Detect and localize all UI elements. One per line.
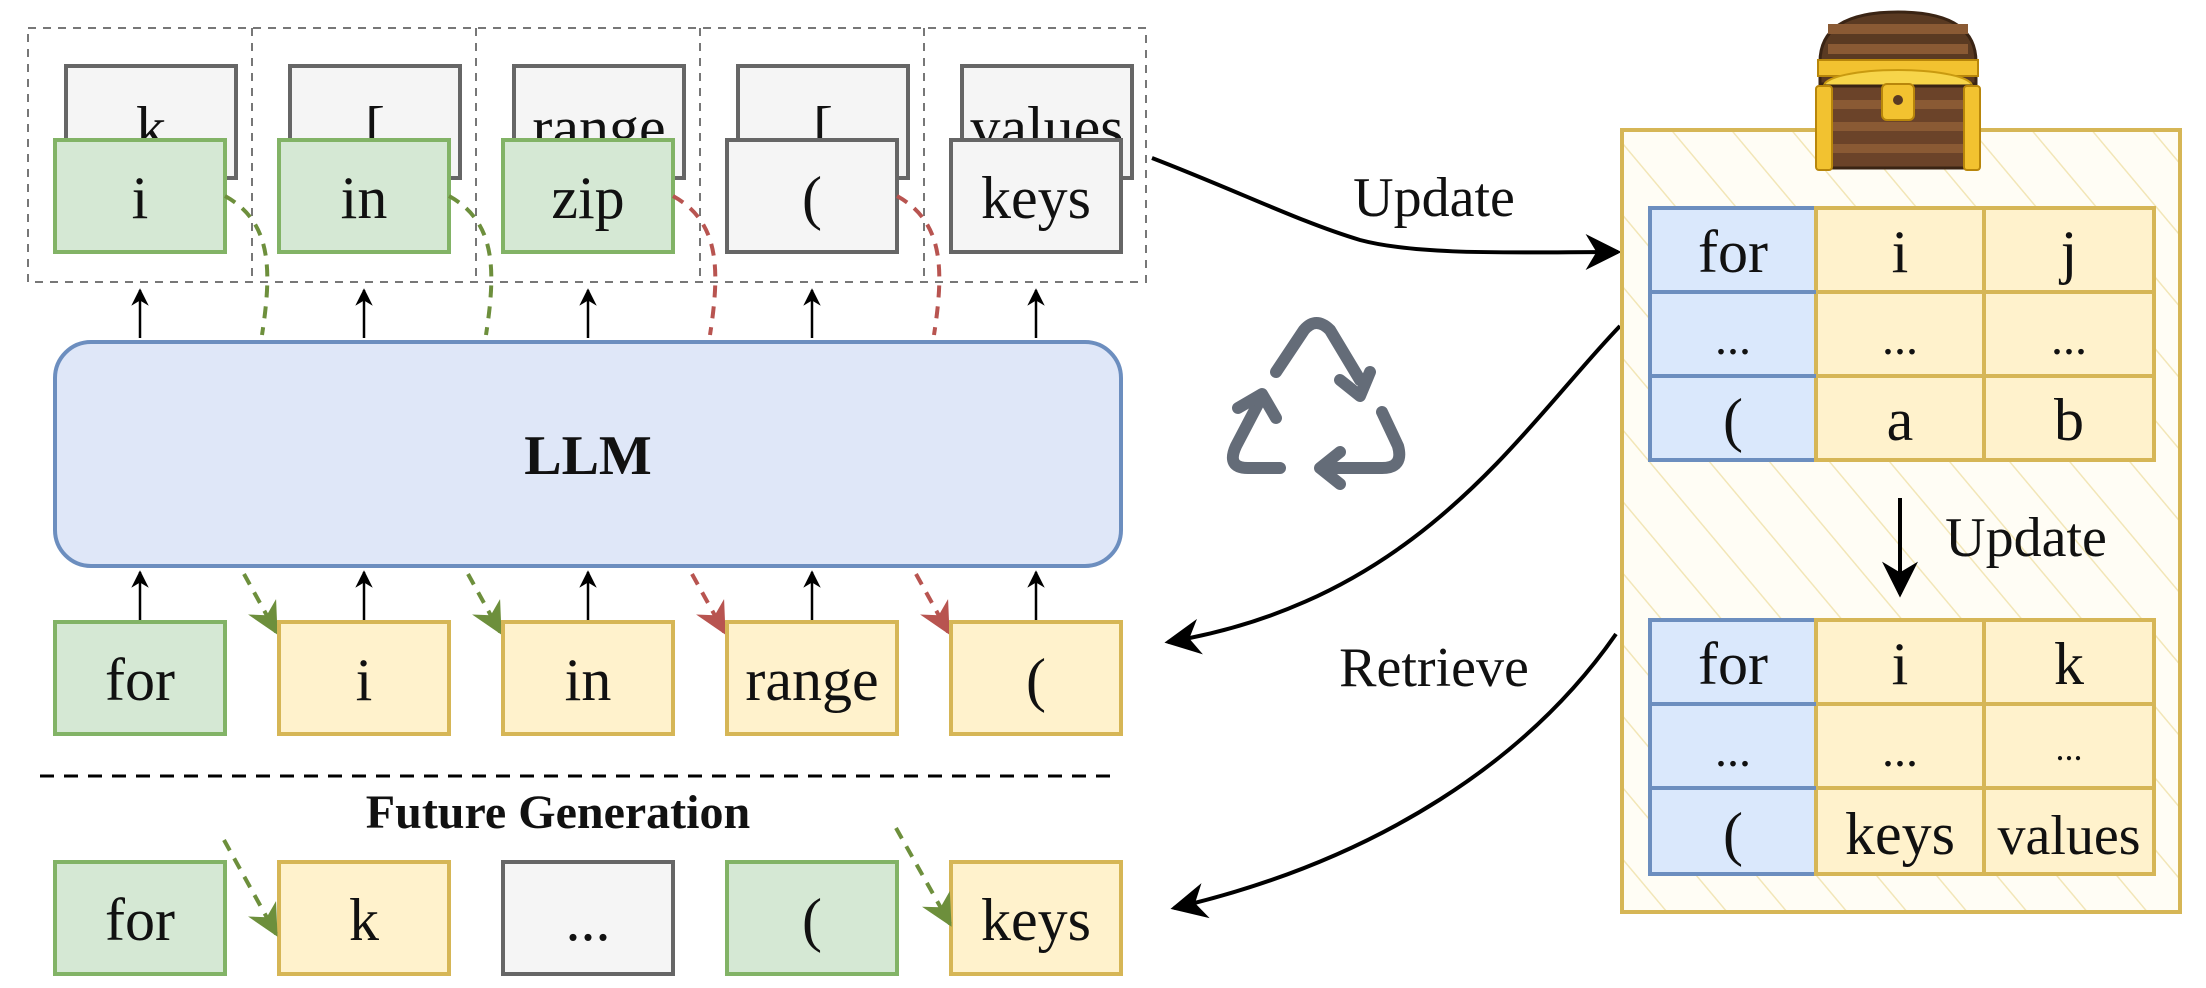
- draft-grid-border: [27, 27, 1147, 283]
- input-token-text: range: [745, 647, 878, 713]
- llm-output-arrows: [131, 288, 1045, 338]
- accepted-draft-token: [501, 138, 675, 254]
- accept-arrow: [894, 827, 952, 927]
- input-token: [277, 620, 451, 736]
- table-cell: ...: [1882, 724, 1918, 777]
- retrieve-future-arrow: [1170, 632, 1618, 919]
- draft-front-token-text: zip: [551, 165, 624, 231]
- rejected-draft-token: [949, 138, 1123, 254]
- input-token-text: i: [356, 647, 373, 713]
- input-token-row: for i in range (: [53, 620, 1123, 736]
- input-token-text: in: [565, 647, 612, 713]
- llm-input-arrows: [131, 570, 1045, 622]
- cache-table-top: for i j ... ... ... ( a b: [1648, 206, 2156, 462]
- update-label-top: Update: [1353, 167, 1515, 229]
- future-token-text: keys: [981, 887, 1091, 953]
- accept-curve: [224, 194, 270, 336]
- table-cell: ...: [1882, 312, 1918, 365]
- llm-label: LLM: [524, 425, 652, 487]
- cache-panel: for i j ... ... ... ( a b Update for i k…: [1620, 128, 2182, 914]
- future-token-text: ...: [566, 887, 611, 953]
- input-token: [501, 620, 675, 736]
- table-cell: k: [2054, 631, 2084, 697]
- future-token: [501, 860, 675, 976]
- future-generation-label: Future Generation: [366, 786, 750, 839]
- future-accept-arrows: [222, 827, 952, 937]
- draft-front-token-text: keys: [981, 165, 1091, 231]
- draft-front-token-text: in: [341, 165, 388, 231]
- llm-block: [53, 340, 1123, 568]
- accept-arrow: [242, 573, 278, 635]
- table-cell: keys: [1845, 801, 1955, 867]
- accept-arrow: [222, 839, 278, 937]
- cache-table-bottom: for i k ... ... ... ( keys values: [1648, 618, 2156, 876]
- table-cell: for: [1698, 219, 1768, 285]
- reject-arrow: [914, 573, 950, 635]
- table-cell: i: [1892, 631, 1909, 697]
- reject-curve: [896, 194, 942, 336]
- accept-arrow: [466, 573, 502, 635]
- table-cell: ...: [1715, 312, 1751, 365]
- future-token-text: for: [105, 887, 175, 953]
- table-cell: j: [2059, 219, 2078, 285]
- table-cell: (: [1723, 801, 1743, 867]
- future-token-text: k: [349, 887, 379, 953]
- table-cell: i: [1892, 219, 1909, 285]
- input-token-text: (: [1026, 647, 1046, 713]
- accepted-draft-token: [53, 138, 227, 254]
- verification-curves: [224, 194, 950, 635]
- table-key-column: [1648, 206, 1818, 462]
- table-cell: (: [1723, 387, 1743, 453]
- input-token: [949, 620, 1123, 736]
- draft-token-grid: k [ range [ values i in zip ( keys: [27, 27, 1147, 283]
- input-token: [725, 620, 899, 736]
- draft-front-token-text: i: [132, 165, 149, 231]
- table-cell: ...: [1715, 724, 1751, 777]
- input-token-text: for: [105, 647, 175, 713]
- table-key-column: [1648, 618, 1818, 876]
- draft-front-token-text: (: [802, 165, 822, 231]
- reject-curve: [672, 194, 718, 336]
- reject-arrow: [690, 573, 726, 635]
- update-label-mid: Update: [1945, 507, 2107, 569]
- input-token: [53, 620, 227, 736]
- future-token-text: (: [802, 887, 822, 953]
- accept-curve: [448, 194, 494, 336]
- table-cell: a: [1887, 387, 1914, 453]
- future-token-row: for k ... ( keys: [53, 860, 1123, 976]
- retrieve-label: Retrieve: [1339, 637, 1529, 699]
- table-cell: ...: [2056, 728, 2083, 768]
- update-arrow: [1151, 156, 1622, 271]
- future-token: [277, 860, 451, 976]
- accepted-draft-token: [277, 138, 451, 254]
- table-cell: ...: [2051, 312, 2087, 365]
- table-cell: for: [1698, 631, 1768, 697]
- flow-arrows: [1151, 156, 1622, 919]
- future-token: [725, 860, 899, 976]
- retrieve-arrow: [1164, 324, 1622, 655]
- rejected-draft-token: [725, 138, 899, 254]
- table-cell: values: [1997, 805, 2140, 867]
- treasure-chest-icon: [1815, 10, 1981, 171]
- recycle-icon: [1227, 317, 1406, 490]
- future-token: [53, 860, 227, 976]
- table-cell: b: [2054, 387, 2084, 453]
